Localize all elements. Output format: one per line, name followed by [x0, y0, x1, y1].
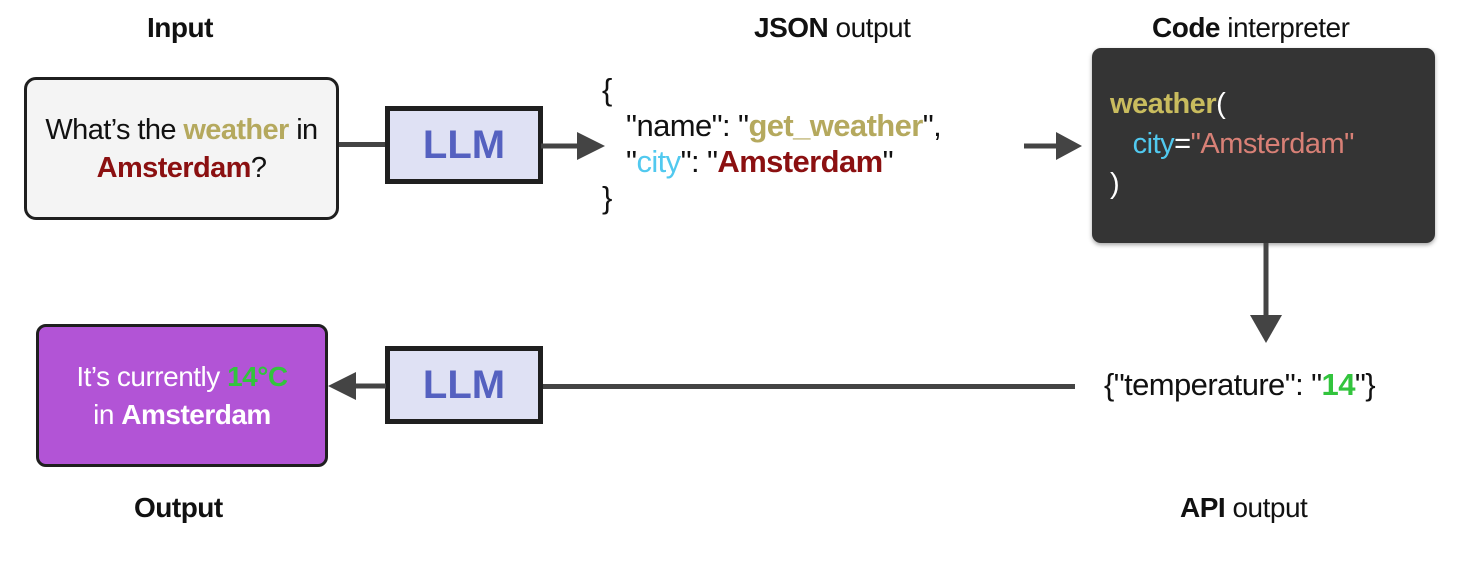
api-temperature-value: 14	[1321, 367, 1356, 402]
code-line-2: city="Amsterdam"	[1132, 128, 1355, 160]
output-box: It’s currently 14°C in Amsterdam	[36, 324, 328, 467]
output-temperature: 14°C	[227, 360, 288, 392]
input-keyword: weather	[183, 113, 289, 146]
code-line-3: )	[1110, 168, 1120, 200]
output-line-2: in Amsterdam	[93, 398, 271, 430]
connector-api-llm	[541, 384, 1075, 389]
output-heading: Output	[134, 492, 223, 523]
code-arg-name: city	[1132, 128, 1175, 160]
input-box: What’s the weather in Amsterdam?	[24, 77, 339, 220]
json-name-value: get_weather	[748, 108, 923, 143]
input-line-2: Amsterdam?	[96, 151, 267, 184]
json-open-brace: {	[602, 72, 612, 107]
output-line-1: It’s currently 14°C	[76, 360, 288, 392]
json-close-brace: }	[602, 180, 612, 215]
json-name-line: "name": "get_weather",	[602, 108, 942, 143]
code-line-1: weather(	[1110, 88, 1226, 120]
json-city-line: "city": "Amsterdam"	[602, 144, 894, 179]
connector-input-llm	[339, 142, 387, 147]
api-output-heading: API output	[1180, 492, 1308, 523]
arrow-llm-to-json	[541, 132, 605, 160]
api-output-text: {"temperature": "14"}	[1104, 367, 1376, 402]
input-city: Amsterdam	[96, 151, 252, 184]
input-line-1: What’s the weather in	[45, 113, 318, 146]
arrow-code-to-api	[1250, 243, 1282, 343]
llm-box-bottom: LLM	[385, 346, 543, 424]
json-output: { "name": "get_weather", "city": "Amster…	[602, 72, 942, 216]
code-interpreter-heading: Code interpreter	[1152, 12, 1350, 43]
arrow-json-to-code	[1024, 132, 1082, 160]
output-city: Amsterdam	[121, 398, 271, 430]
json-city-key: city	[636, 144, 681, 179]
json-output-heading: JSON output	[754, 12, 911, 43]
json-city-value: Amsterdam	[717, 144, 883, 179]
code-interpreter-box: weather( city="Amsterdam" )	[1092, 48, 1435, 243]
llm-box-top: LLM	[385, 106, 543, 184]
arrow-llm-to-output	[328, 372, 386, 400]
code-function-name: weather	[1110, 88, 1217, 120]
input-heading: Input	[147, 12, 213, 43]
code-arg-value: "Amsterdam"	[1190, 128, 1355, 160]
